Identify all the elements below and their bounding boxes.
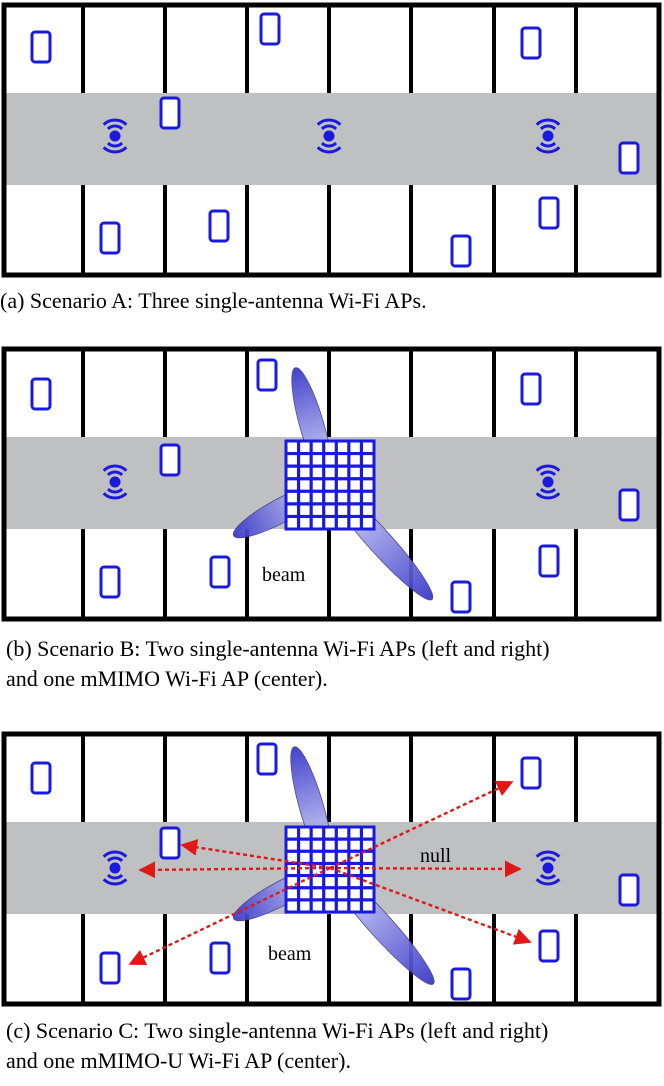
smartphone-icon <box>209 555 231 589</box>
smartphone-icon <box>30 761 52 795</box>
smartphone-icon <box>520 756 542 790</box>
smartphone-icon <box>159 96 181 130</box>
smartphone-icon <box>99 951 121 985</box>
null-arrow <box>180 839 331 870</box>
smartphone-icon <box>99 221 121 255</box>
caption-c-line1: (c) Scenario C: Two single-antenna Wi-Fi… <box>6 1018 549 1043</box>
smartphone-icon <box>618 873 640 907</box>
smartphone-icon <box>618 488 640 522</box>
smartphone-icon <box>520 372 542 406</box>
smartphone-icon <box>30 377 52 411</box>
smartphone-icon <box>618 141 640 175</box>
smartphone-icon <box>256 742 278 776</box>
smartphone-icon <box>520 26 542 60</box>
null-arrow <box>329 860 522 878</box>
floorplan-c: beam null <box>1 731 662 1007</box>
null-arrow <box>329 866 532 945</box>
outer-wall <box>1 2 662 278</box>
wifi-ap-icon <box>102 850 128 886</box>
floorplan-a <box>1 2 662 278</box>
smartphone-icon <box>450 234 472 268</box>
null-arrow <box>329 780 514 870</box>
smartphone-icon <box>450 580 472 614</box>
outer-wall <box>1 346 662 622</box>
smartphone-icon <box>450 967 472 1001</box>
beam-label: beam <box>268 943 312 965</box>
antenna-array-icon <box>284 439 376 531</box>
wifi-ap-icon <box>102 118 128 154</box>
caption-b-line2: and one mMIMO Wi-Fi AP (center). <box>6 666 328 691</box>
beam-label: beam <box>262 564 306 586</box>
caption-b-line1: (b) Scenario B: Two single-antenna Wi-Fi… <box>6 636 550 661</box>
caption-c-line2: and one mMIMO-U Wi-Fi AP (center). <box>6 1048 351 1073</box>
null-arrow <box>128 866 331 966</box>
outer-wall <box>1 731 662 1007</box>
smartphone-icon <box>538 196 560 230</box>
wifi-ap-icon <box>316 118 342 154</box>
smartphone-icon <box>159 443 181 477</box>
null-arrow <box>138 861 331 879</box>
caption-a-line1: (a) Scenario A: Three single-antenna Wi-… <box>0 288 427 313</box>
wifi-ap-icon <box>535 850 561 886</box>
null-label: null <box>420 845 452 867</box>
smartphone-icon <box>538 544 560 578</box>
wifi-ap-icon <box>535 464 561 500</box>
smartphone-icon <box>30 30 52 64</box>
smartphone-icon <box>538 929 560 963</box>
smartphone-icon <box>159 826 181 860</box>
smartphone-icon <box>256 358 278 392</box>
smartphone-icon <box>209 941 231 975</box>
smartphone-icon <box>259 12 281 46</box>
wifi-ap-icon <box>535 118 561 154</box>
wifi-ap-icon <box>102 464 128 500</box>
floorplan-b: beam <box>1 346 662 622</box>
smartphone-icon <box>99 565 121 599</box>
smartphone-icon <box>208 209 230 243</box>
